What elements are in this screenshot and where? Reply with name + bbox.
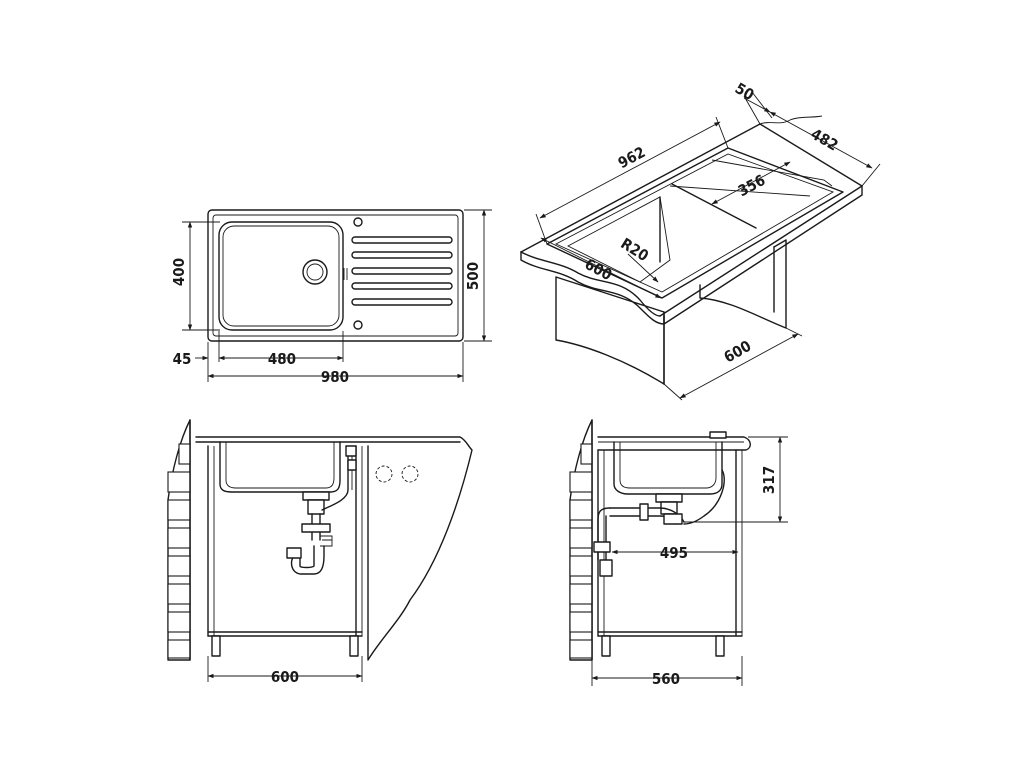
dim-total-width: 980 <box>321 368 349 386</box>
dim-edge: 45 <box>173 350 192 368</box>
front-view: 600 <box>167 419 473 686</box>
dim-iso-bowl-width: 356 <box>735 171 768 200</box>
dim-bowl-width: 480 <box>268 350 296 368</box>
dim-iso-cabinet: 600 <box>721 337 754 367</box>
dim-iso-front: 600 <box>582 255 615 284</box>
tap-hole-icon <box>401 465 419 483</box>
dim-depth: 482 <box>808 125 841 155</box>
dim-bowl-height: 400 <box>170 258 188 286</box>
dim-outlet: 495 <box>660 544 688 562</box>
dim-length: 962 <box>615 143 648 172</box>
tap-hole-icon <box>353 217 363 227</box>
dim-lip: 50 <box>732 79 757 104</box>
side-view: 495 317 560 <box>569 419 788 688</box>
drain-icon <box>302 259 328 285</box>
dim-total-height: 500 <box>464 262 482 290</box>
overflow-icon <box>353 320 363 330</box>
tap-hole-icon <box>375 465 393 483</box>
dim-bowl-depth: 317 <box>760 466 778 494</box>
dim-front-cabinet: 600 <box>271 668 299 686</box>
drainer-grooves <box>351 236 453 306</box>
sink-outline <box>207 209 464 342</box>
brick-wall-front <box>167 419 191 661</box>
front-bowl <box>219 441 341 493</box>
dim-side-cabinet: 560 <box>652 670 680 688</box>
brick-wall-side <box>569 419 593 661</box>
isometric-view: 962 50 482 356 R20 600 600 <box>520 79 881 401</box>
top-view: 400 500 45 480 980 <box>170 209 492 386</box>
sink-bowl <box>218 221 344 331</box>
cabinet-front-panel <box>555 276 665 385</box>
